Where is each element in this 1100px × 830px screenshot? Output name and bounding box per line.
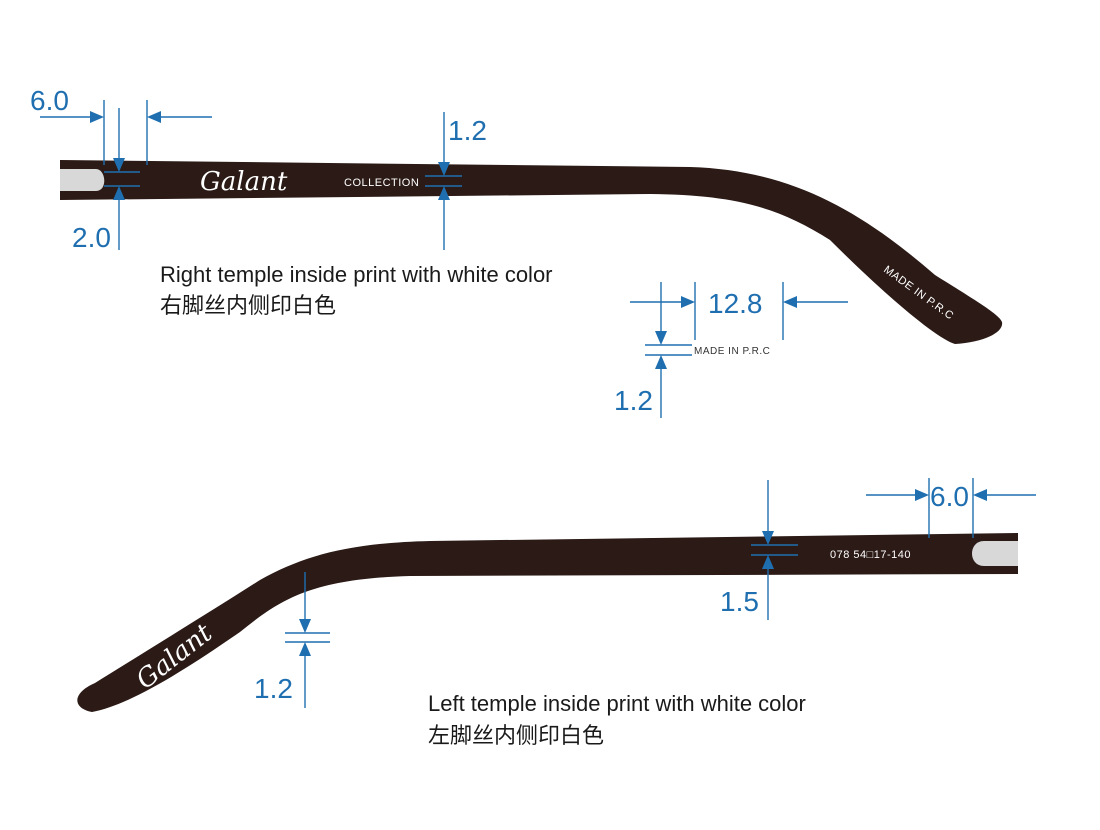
right-temple-caption: Right temple inside print with white col… — [160, 262, 553, 318]
dim-left-tip-offset: 6.0 — [866, 478, 1036, 538]
right-temple-brand: Galant — [200, 167, 288, 197]
right-temple-collection: COLLECTION — [344, 177, 419, 189]
dim-left-tip-offset-label: 6.0 — [930, 481, 969, 512]
right-temple-caption-zh: 右脚丝内侧印白色 — [160, 293, 336, 318]
dim-right-text-height-mid: 1.2 — [425, 112, 487, 250]
right-temple-origin-detail: MADE IN P.R.C — [694, 346, 770, 357]
right-temple-caption-en: Right temple inside print with white col… — [160, 262, 553, 287]
dim-left-text-height-mid: 1.5 — [720, 480, 798, 620]
dim-left-brand-height-label: 1.2 — [254, 673, 293, 704]
left-temple-caption-zh: 左脚丝内侧印白色 — [428, 723, 604, 748]
dim-left-brand-height: 1.2 — [254, 572, 330, 708]
left-temple: Galant 078 54□17-140 — [77, 533, 1019, 712]
dim-right-label-detail: 12.8 1.2 MADE IN P.R.C — [614, 282, 848, 418]
dim-right-label-length-label: 12.8 — [708, 288, 763, 319]
dim-right-tip-offset-label: 6.0 — [30, 85, 69, 116]
left-temple-tip — [972, 541, 1018, 566]
left-temple-body — [77, 533, 1019, 712]
dim-left-text-height-mid-label: 1.5 — [720, 586, 759, 617]
dim-right-text-height-mid-label: 1.2 — [448, 115, 487, 146]
right-temple-body — [60, 160, 1003, 344]
dim-right-text-height-left: 2.0 — [72, 108, 140, 253]
left-temple-model: 078 54□17-140 — [830, 549, 911, 561]
left-temple-caption-en: Left temple inside print with white colo… — [428, 691, 806, 716]
left-temple-caption: Left temple inside print with white colo… — [428, 691, 806, 748]
dim-right-label-height-label: 1.2 — [614, 385, 653, 416]
dim-right-text-height-left-label: 2.0 — [72, 222, 111, 253]
dim-right-tip-offset: 6.0 — [30, 85, 212, 165]
right-temple-tip — [60, 169, 105, 191]
